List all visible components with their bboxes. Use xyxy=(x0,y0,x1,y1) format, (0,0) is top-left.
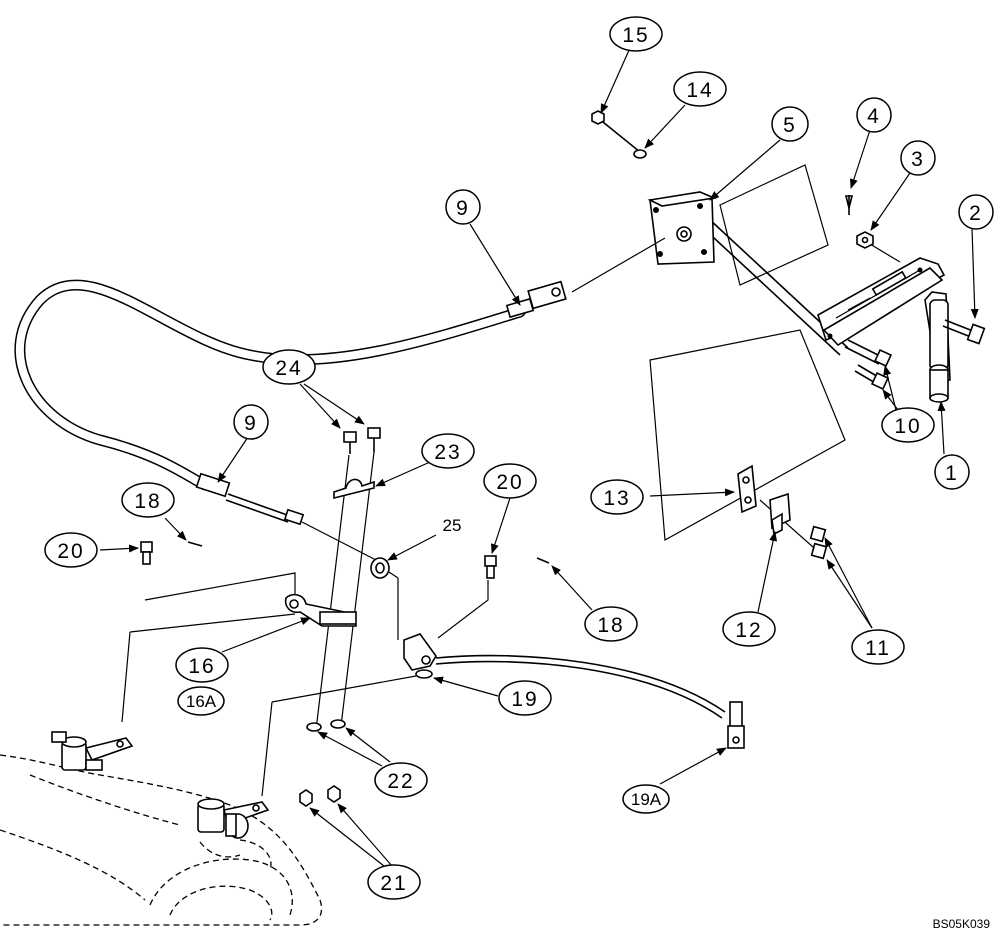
callout-13: 13 xyxy=(590,479,644,515)
washer-14 xyxy=(633,149,647,159)
svg-text:19A: 19A xyxy=(631,790,662,809)
callout-2: 2 xyxy=(958,194,994,230)
shaft-assembly xyxy=(597,117,849,541)
pin-18-right xyxy=(536,557,550,564)
clevis-bracket xyxy=(737,464,828,560)
callout-18-left: 18 xyxy=(121,482,175,518)
callout-20-right: 20 xyxy=(483,463,537,499)
upper-cable xyxy=(14,237,666,561)
bolt-2 xyxy=(942,319,986,345)
callout-10: 10 xyxy=(881,407,935,443)
callout-15: 15 xyxy=(609,16,663,52)
nuts-21 xyxy=(299,785,341,807)
callout-20-left: 20 xyxy=(44,532,98,568)
svg-text:18: 18 xyxy=(134,490,161,513)
callout-14: 14 xyxy=(673,71,727,107)
svg-text:21: 21 xyxy=(380,872,407,895)
svg-text:13: 13 xyxy=(603,487,630,510)
svg-text:3: 3 xyxy=(911,148,925,171)
callout-5: 5 xyxy=(771,106,809,142)
callout-24: 24 xyxy=(262,349,316,385)
callout-21: 21 xyxy=(367,864,421,900)
svg-text:19: 19 xyxy=(511,688,538,711)
svg-text:9: 9 xyxy=(456,197,470,220)
pin-4 xyxy=(844,195,854,215)
svg-text:20: 20 xyxy=(57,540,84,563)
svg-text:20: 20 xyxy=(496,471,523,494)
callout-4: 4 xyxy=(856,97,892,133)
callout-18-right: 18 xyxy=(584,606,638,642)
svg-text:11: 11 xyxy=(865,637,891,660)
svg-text:12: 12 xyxy=(735,619,762,642)
svg-text:15: 15 xyxy=(622,24,649,47)
callout-9-lower: 9 xyxy=(233,404,269,440)
washers-22 xyxy=(306,719,346,732)
grommet-25 xyxy=(370,557,399,640)
callout-19a: 19A xyxy=(622,784,670,814)
callout-9-upper: 9 xyxy=(445,189,481,225)
bolts-24-rods xyxy=(315,427,381,731)
svg-text:4: 4 xyxy=(867,105,881,128)
label-25: 25 xyxy=(443,516,462,535)
svg-text:16: 16 xyxy=(188,655,215,678)
lever-16 xyxy=(121,572,357,723)
callout-12: 12 xyxy=(722,611,776,647)
callout-11: 11 xyxy=(851,629,905,665)
bolt-10-group xyxy=(844,339,893,391)
svg-text:10: 10 xyxy=(894,415,921,438)
machine-outline xyxy=(0,731,323,926)
svg-text:1: 1 xyxy=(945,462,959,485)
svg-text:16A: 16A xyxy=(186,692,217,711)
svg-text:5: 5 xyxy=(783,114,797,137)
svg-text:24: 24 xyxy=(275,357,302,380)
callout-23: 23 xyxy=(421,433,475,469)
nut-3 xyxy=(856,231,874,249)
svg-text:18: 18 xyxy=(597,614,624,637)
pin-18-left xyxy=(187,541,203,547)
callout-1: 1 xyxy=(934,454,970,490)
bolt-20-left xyxy=(140,541,153,565)
svg-text:22: 22 xyxy=(387,770,414,793)
svg-text:14: 14 xyxy=(686,79,713,102)
bolt-20-right xyxy=(484,555,497,579)
pedal-bracket xyxy=(817,237,951,403)
svg-text:23: 23 xyxy=(434,441,461,464)
svg-text:25: 25 xyxy=(443,516,462,535)
svg-text:2: 2 xyxy=(969,202,983,225)
drawing-code: BS05K039 xyxy=(933,917,991,931)
callout-3: 3 xyxy=(900,140,936,176)
callout-16: 16 xyxy=(175,647,229,683)
clamp-23 xyxy=(333,478,375,500)
nut-15 xyxy=(591,110,605,125)
callout-16a: 16A xyxy=(177,686,225,716)
callout-19: 19 xyxy=(498,680,552,716)
svg-text:9: 9 xyxy=(244,412,258,435)
leader-lines xyxy=(99,47,979,867)
callout-22: 22 xyxy=(374,762,428,798)
lever-19 xyxy=(261,580,745,797)
